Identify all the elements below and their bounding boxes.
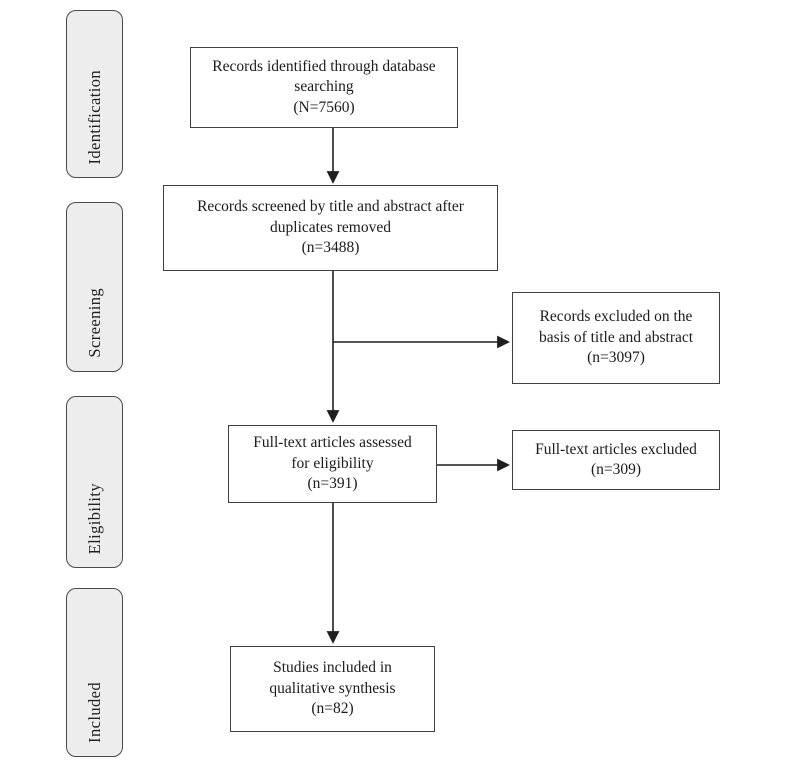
stage-eligibility: Eligibility bbox=[66, 396, 123, 568]
box-fulltext-assessed-text: Full-text articles assessed for eligibil… bbox=[253, 434, 412, 493]
stage-eligibility-label: Eligibility bbox=[84, 482, 104, 554]
stage-included: Included bbox=[66, 588, 123, 757]
box-fulltext-assessed: Full-text articles assessed for eligibil… bbox=[228, 425, 437, 503]
stage-included-label: Included bbox=[84, 682, 104, 743]
box-records-identified-text: Records identified through database sear… bbox=[212, 57, 436, 116]
stage-identification-label: Identification bbox=[84, 69, 104, 164]
box-studies-included-text: Studies included in qualitative synthesi… bbox=[269, 659, 396, 718]
box-records-screened-text: Records screened by title and abstract a… bbox=[197, 198, 464, 257]
box-fulltext-excluded-text: Full-text articles excluded (n=309) bbox=[535, 440, 697, 478]
box-records-excluded-title-abstract: Records excluded on the basis of title a… bbox=[512, 292, 720, 384]
box-studies-included: Studies included in qualitative synthesi… bbox=[230, 646, 435, 732]
box-records-excluded-title-abstract-text: Records excluded on the basis of title a… bbox=[538, 308, 694, 367]
stage-screening: Screening bbox=[66, 202, 123, 372]
box-fulltext-excluded: Full-text articles excluded (n=309) bbox=[512, 430, 720, 490]
stage-identification: Identification bbox=[66, 10, 123, 178]
box-records-identified: Records identified through database sear… bbox=[190, 47, 458, 128]
box-records-screened: Records screened by title and abstract a… bbox=[163, 185, 498, 271]
stage-screening-label: Screening bbox=[84, 288, 104, 358]
